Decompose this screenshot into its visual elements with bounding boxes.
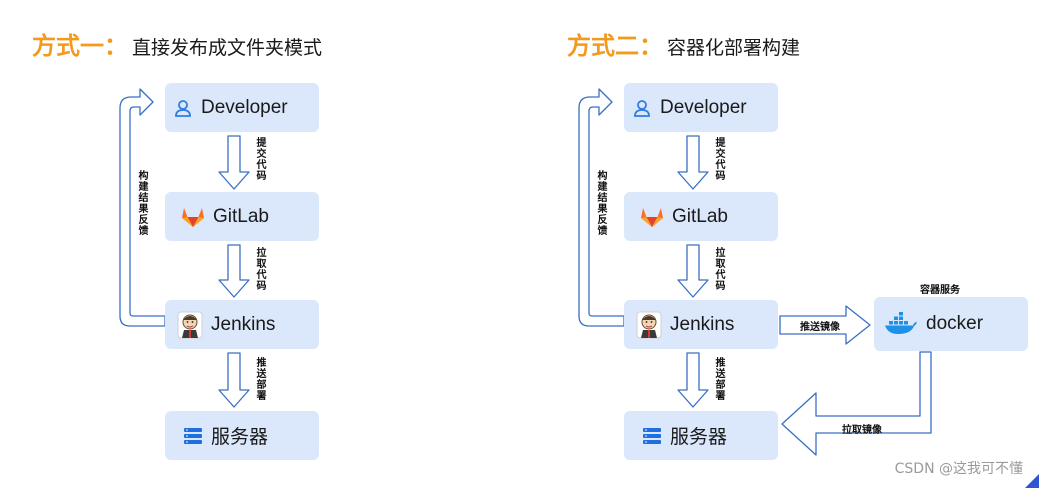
right-commit-arrow <box>677 135 709 190</box>
right-developer-node: Developer <box>624 83 778 132</box>
docker-label: docker <box>926 313 984 334</box>
right-feedback-label: 构建结果反馈 <box>595 170 606 236</box>
left-server-node: 服务器 <box>165 411 319 460</box>
right-feedback-arrow <box>578 88 625 327</box>
jenkins-icon <box>636 311 662 339</box>
jenkins-icon <box>177 311 203 339</box>
left-commit-arrow <box>218 135 250 190</box>
right-gitlab-node: GitLab <box>624 192 778 241</box>
container-service-label: 容器服务 <box>920 285 960 296</box>
left-developer-label: Developer <box>201 96 288 118</box>
pull-image-arrow <box>781 351 932 456</box>
server-icon <box>183 427 203 445</box>
method-one-label: 方式一： <box>32 32 128 60</box>
right-pull-arrow <box>677 244 709 298</box>
left-pull-label: 拉取代码 <box>254 247 265 291</box>
right-pull-label: 拉取代码 <box>713 247 724 291</box>
user-icon <box>173 98 193 118</box>
method-one-heading: 方式一： 直接发布成文件夹模式 <box>32 26 322 62</box>
right-deploy-arrow <box>677 352 709 408</box>
pull-image-label: 拉取镜像 <box>842 425 882 436</box>
corner-decoration <box>1025 474 1039 488</box>
left-server-label: 服务器 <box>211 427 269 448</box>
server-icon <box>642 427 662 445</box>
right-gitlab-label: GitLab <box>672 205 728 227</box>
push-image-label: 推送镜像 <box>800 322 840 333</box>
method-two-heading: 方式二： 容器化部署构建 <box>567 26 800 62</box>
left-feedback-label: 构建结果反馈 <box>136 170 147 236</box>
left-feedback-arrow <box>119 88 166 327</box>
left-pull-arrow <box>218 244 250 298</box>
push-image-arrow <box>779 305 871 345</box>
method-two-label: 方式二： <box>567 32 663 60</box>
right-deploy-label: 推送部署 <box>713 357 724 401</box>
gitlab-icon <box>181 206 205 228</box>
user-icon <box>632 98 652 118</box>
gitlab-icon <box>640 206 664 228</box>
left-developer-node: Developer <box>165 83 319 132</box>
right-commit-label: 提交代码 <box>713 137 724 181</box>
docker-icon <box>884 312 918 336</box>
method-two-desc: 容器化部署构建 <box>667 37 801 59</box>
left-jenkins-node: Jenkins <box>165 300 319 349</box>
right-jenkins-node: Jenkins <box>624 300 778 349</box>
right-jenkins-label: Jenkins <box>670 313 735 335</box>
left-commit-label: 提交代码 <box>254 137 265 181</box>
right-server-node: 服务器 <box>624 411 778 460</box>
docker-node: docker <box>874 297 1028 351</box>
right-server-label: 服务器 <box>670 427 728 448</box>
method-one-desc: 直接发布成文件夹模式 <box>132 37 323 59</box>
left-gitlab-node: GitLab <box>165 192 319 241</box>
left-deploy-arrow <box>218 352 250 408</box>
left-jenkins-label: Jenkins <box>211 313 276 335</box>
left-deploy-label: 推送部署 <box>254 357 265 401</box>
watermark: CSDN @这我可不懂 <box>894 461 1023 477</box>
right-developer-label: Developer <box>660 96 747 118</box>
left-gitlab-label: GitLab <box>213 205 269 227</box>
